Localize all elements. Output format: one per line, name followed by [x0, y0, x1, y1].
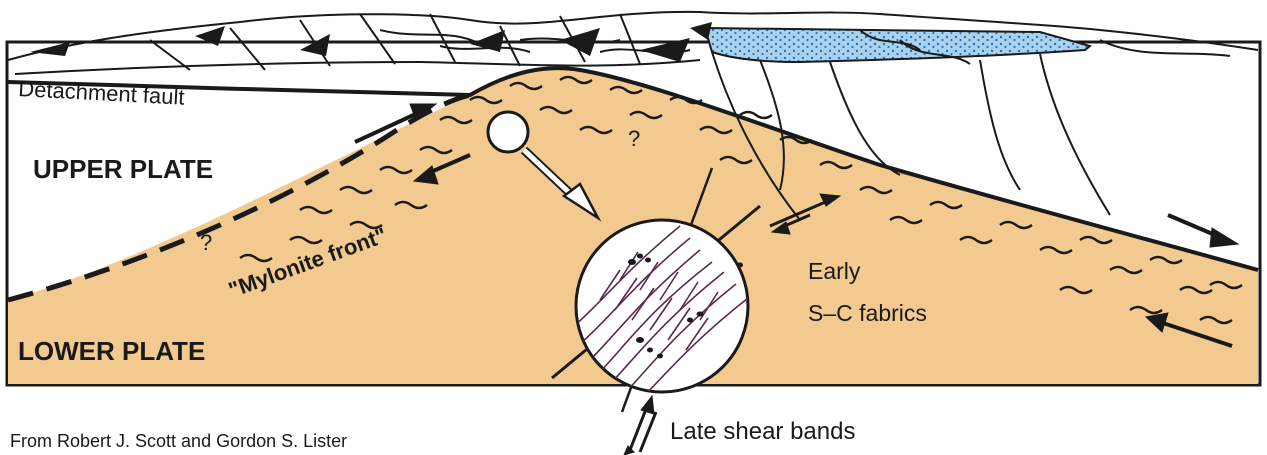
late-shear-bands-label: Late shear bands	[670, 418, 855, 445]
sample-location-circle	[488, 112, 528, 152]
question-mark-left: ?	[200, 230, 212, 255]
lower-plate-label: LOWER PLATE	[18, 336, 205, 366]
early-label: Early	[808, 258, 861, 284]
upper-plate-label: UPPER PLATE	[33, 154, 213, 184]
sc-fabrics-label: S–C fabrics	[808, 300, 927, 326]
question-mark-right: ?	[628, 126, 640, 151]
credit-label: From Robert J. Scott and Gordon S. Liste…	[10, 431, 347, 451]
